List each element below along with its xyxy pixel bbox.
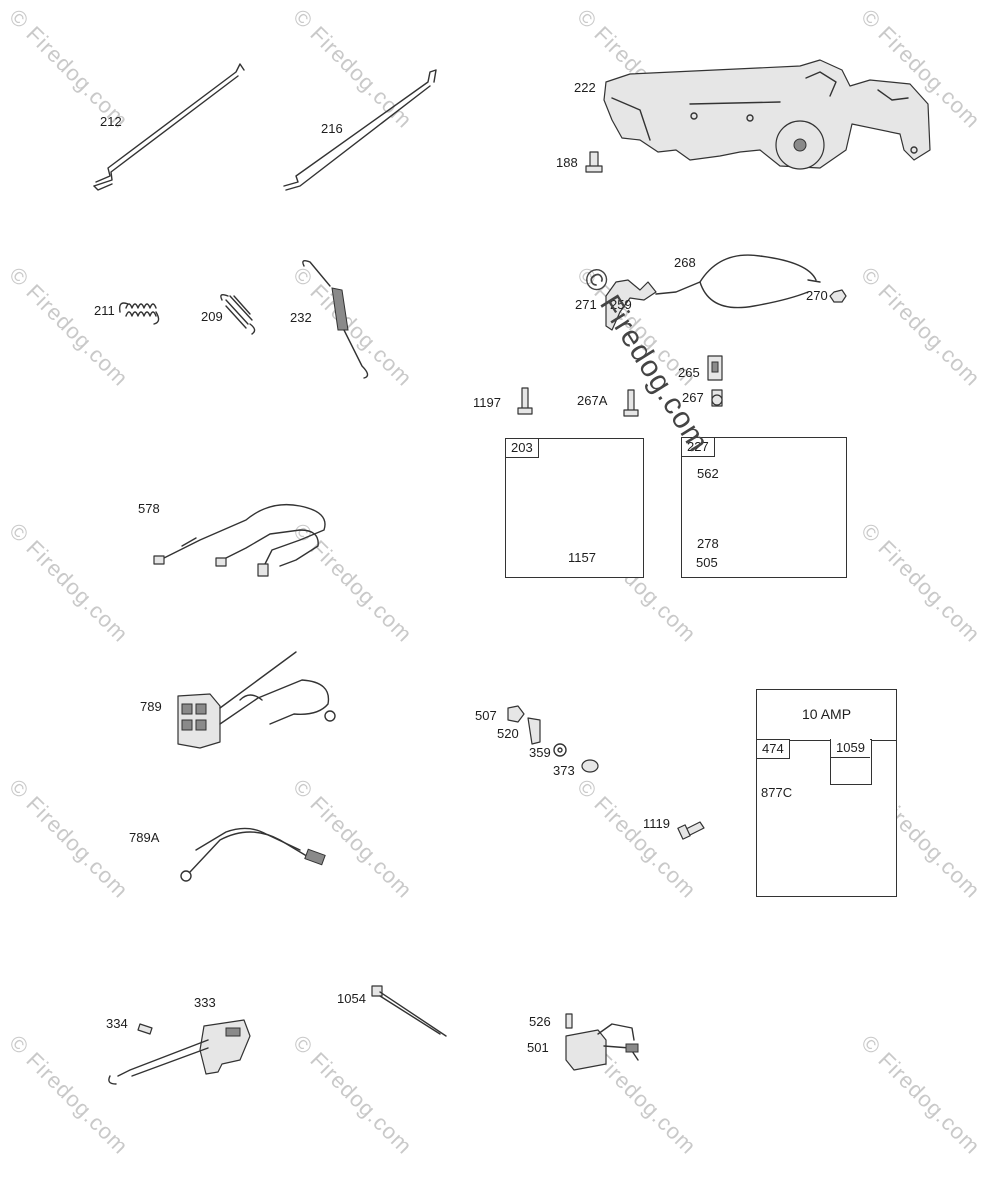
part-label-267: 267	[682, 390, 704, 405]
part-label-222: 222	[574, 80, 596, 95]
assembly-box-203	[505, 438, 644, 578]
bolt-icon	[711, 389, 723, 407]
part-label-216: 216	[321, 121, 343, 136]
part-label-278: 278	[697, 536, 719, 551]
nut-icon	[829, 289, 847, 303]
part-label-520: 520	[497, 726, 519, 741]
part-label-211: 211	[94, 303, 115, 318]
part-label-373: 373	[553, 763, 575, 778]
spring-icon	[302, 259, 369, 379]
part-label-1197: 1197	[473, 395, 501, 410]
part-label-1119: 1119	[643, 816, 670, 831]
part-label-359: 359	[529, 745, 551, 760]
bolt-icon	[677, 821, 705, 840]
part-label-789a: 789A	[129, 830, 160, 845]
part-label-507: 507	[475, 708, 497, 723]
part-label-578: 578	[138, 501, 160, 516]
wire-harness-icon	[180, 827, 326, 882]
amp-rating: 10 AMP	[802, 706, 852, 722]
part-label-270: 270	[806, 288, 828, 303]
part-label-267a: 267A	[577, 393, 608, 408]
part-label-265: 265	[678, 365, 700, 380]
rod-icon	[93, 63, 245, 191]
bolt-icon	[585, 151, 603, 173]
connector-icon	[177, 651, 336, 749]
part-label-259: 259	[610, 297, 632, 312]
assembly-tag-1059: 1059	[830, 739, 870, 758]
part-label-1157: 1157	[568, 550, 596, 565]
part-label-209: 209	[201, 309, 223, 324]
bolt-icon	[623, 389, 639, 417]
bracket-icon	[603, 59, 931, 170]
part-label-877c: 877C	[761, 785, 793, 800]
bolt-icon	[137, 1023, 153, 1035]
part-label-268: 268	[674, 255, 696, 270]
assembly-tag-203: 203	[505, 438, 539, 458]
wire-harness-icon	[153, 503, 326, 577]
bolt-icon	[507, 705, 599, 773]
part-label-333: 333	[194, 995, 216, 1010]
part-label-271: 271	[575, 297, 597, 312]
spring-icon	[220, 293, 256, 335]
bracket-icon	[707, 355, 723, 381]
part-label-232: 232	[290, 310, 312, 325]
part-label-501: 501	[527, 1040, 549, 1055]
assembly-box-227	[681, 437, 847, 578]
ignition-coil-icon	[108, 1019, 251, 1085]
assembly-tag-474: 474	[756, 739, 790, 759]
regulator-icon	[565, 1013, 639, 1071]
cable-icon	[605, 254, 821, 331]
tie-wrap-icon	[371, 985, 447, 1037]
part-label-334: 334	[106, 1016, 128, 1031]
part-label-562: 562	[697, 466, 719, 481]
part-label-789: 789	[140, 699, 162, 714]
assembly-tag-227: 227	[681, 437, 715, 457]
part-label-188: 188	[556, 155, 578, 170]
spring-icon	[118, 302, 160, 325]
part-label-505: 505	[696, 555, 718, 570]
part-label-526: 526	[529, 1014, 551, 1029]
part-label-212: 212	[100, 114, 122, 129]
rod-icon	[283, 69, 437, 191]
alternator-kit-header	[756, 689, 897, 741]
bolt-icon	[517, 387, 533, 415]
part-label-1054: 1054	[337, 991, 366, 1006]
